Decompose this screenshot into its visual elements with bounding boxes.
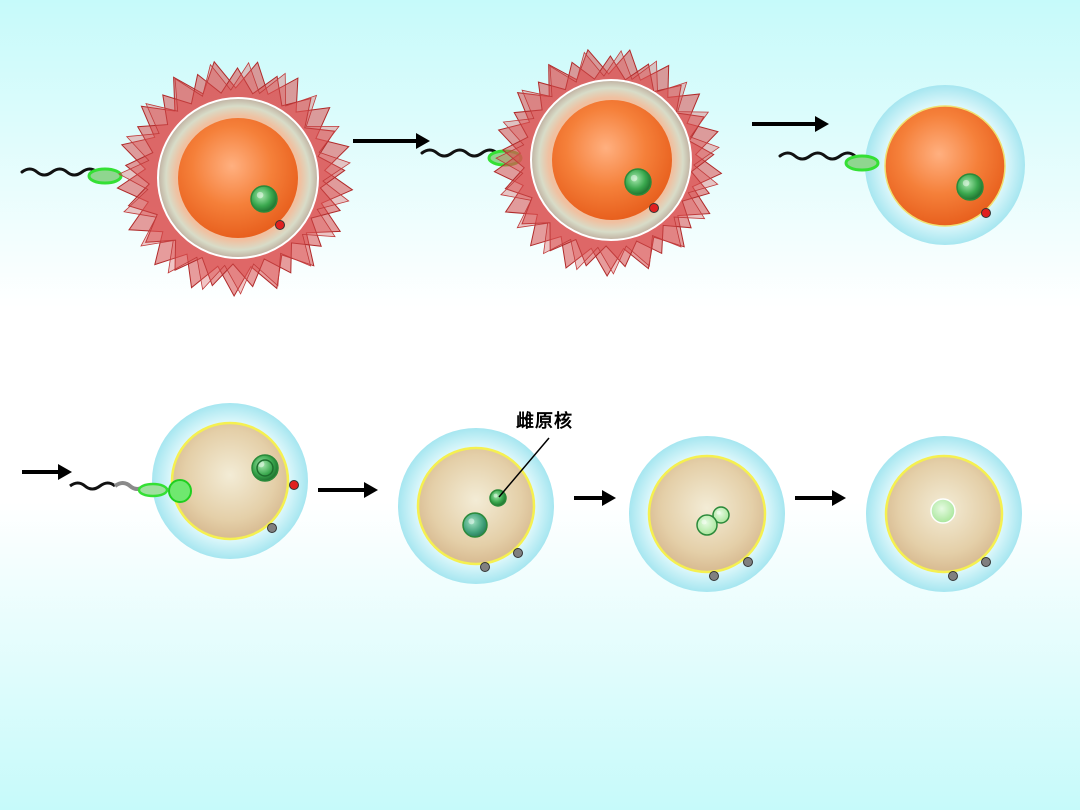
polar-body-6b bbox=[744, 558, 753, 567]
polar-body-6a bbox=[710, 572, 719, 581]
nucleus-4 bbox=[252, 455, 278, 481]
sperm-tail bbox=[70, 483, 115, 489]
arrow-3 bbox=[22, 464, 72, 480]
egg-cytoplasm-6 bbox=[649, 456, 765, 572]
sperm-1 bbox=[22, 169, 121, 183]
polar-body-4b bbox=[268, 524, 277, 533]
sperm-head bbox=[846, 156, 878, 170]
polar-body-3 bbox=[982, 209, 991, 218]
arrow-6 bbox=[795, 490, 846, 506]
egg-cytoplasm-2 bbox=[552, 100, 672, 220]
arrow-5 bbox=[574, 490, 616, 506]
female-pronucleus-label: 雌原核 bbox=[516, 407, 573, 433]
polar-body-1 bbox=[276, 221, 285, 230]
sperm-tail bbox=[22, 169, 97, 176]
sperm-head bbox=[139, 484, 167, 496]
male-nucleus bbox=[169, 480, 191, 502]
polar-body-2 bbox=[650, 204, 659, 213]
polar-body-5b bbox=[514, 549, 523, 558]
polar-body-7b bbox=[982, 558, 991, 567]
zygote-nucleus bbox=[931, 499, 955, 523]
pronucleus-6b bbox=[697, 515, 717, 535]
arrow-2 bbox=[752, 116, 829, 132]
nucleus-2 bbox=[625, 169, 651, 195]
egg-cytoplasm-3 bbox=[885, 106, 1005, 226]
arrow-4 bbox=[318, 482, 378, 498]
polar-body-7a bbox=[949, 572, 958, 581]
nucleus-3 bbox=[957, 174, 983, 200]
sperm-tail bbox=[780, 153, 855, 163]
penetrating-sperm bbox=[70, 480, 191, 502]
sperm-tail bbox=[422, 150, 497, 158]
egg-cytoplasm-4 bbox=[172, 423, 288, 539]
arrow-1 bbox=[353, 133, 430, 149]
sperm-head bbox=[89, 169, 121, 183]
polar-body-4a bbox=[290, 481, 299, 490]
sperm-3 bbox=[780, 153, 878, 170]
polar-body-5a bbox=[481, 563, 490, 572]
nucleus-1 bbox=[251, 186, 277, 212]
egg-cytoplasm-5 bbox=[418, 448, 534, 564]
male-pronucleus bbox=[463, 513, 487, 537]
